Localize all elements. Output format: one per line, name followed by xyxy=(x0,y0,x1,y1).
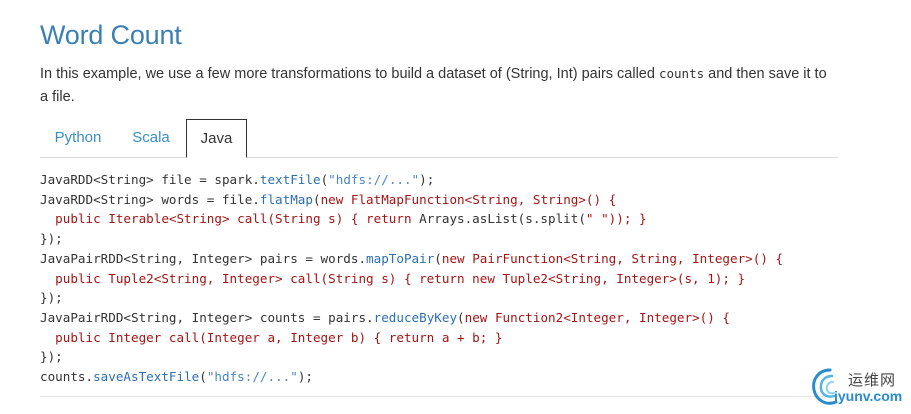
code-line-9: public Integer call(Integer a, Integer b… xyxy=(40,329,503,345)
code-line-8: JavaPairRDD<String, Integer> counts = pa… xyxy=(40,309,730,325)
code-line-3: public Iterable<String> call(String s) {… xyxy=(40,211,647,227)
tab-java[interactable]: Java xyxy=(186,119,247,158)
page: Word Count In this example, we use a few… xyxy=(40,0,840,397)
watermark-en-text: iyunv.com xyxy=(834,388,903,404)
page-title: Word Count xyxy=(40,20,182,50)
code-line-4: }); xyxy=(40,231,63,247)
intro-text-before: In this example, we use a few more trans… xyxy=(40,66,659,82)
code-line-10: }); xyxy=(40,349,63,365)
code-line-5: JavaPairRDD<String, Integer> pairs = wor… xyxy=(40,250,784,266)
intro-text-after: and then save it to a file. xyxy=(40,66,827,105)
code-line-1: JavaRDD<String> file = spark.textFile("h… xyxy=(40,172,435,187)
code-block: JavaRDD<String> file = spark.textFile("h… xyxy=(40,170,783,387)
code-line-11: counts.saveAsTextFile("hdfs://..."); xyxy=(40,369,313,385)
intro-paragraph: In this example, we use a few more trans… xyxy=(40,62,830,109)
site-watermark: 运维网 iyunv.com xyxy=(808,364,908,408)
tab-scala[interactable]: Scala xyxy=(132,129,170,146)
watermark-cn-text: 运维网 xyxy=(848,372,897,389)
language-tabs: Python Scala Java xyxy=(40,119,838,158)
code-line-2: JavaRDD<String> words = file.flatMap(new… xyxy=(40,191,617,207)
divider xyxy=(40,396,838,397)
code-line-7: }); xyxy=(40,290,63,306)
intro-code-counts: counts xyxy=(658,66,705,81)
code-line-6: public Tuple2<String, Integer> call(Stri… xyxy=(40,270,746,286)
swirl-logo-icon xyxy=(812,368,838,405)
tab-python[interactable]: Python xyxy=(54,129,102,146)
